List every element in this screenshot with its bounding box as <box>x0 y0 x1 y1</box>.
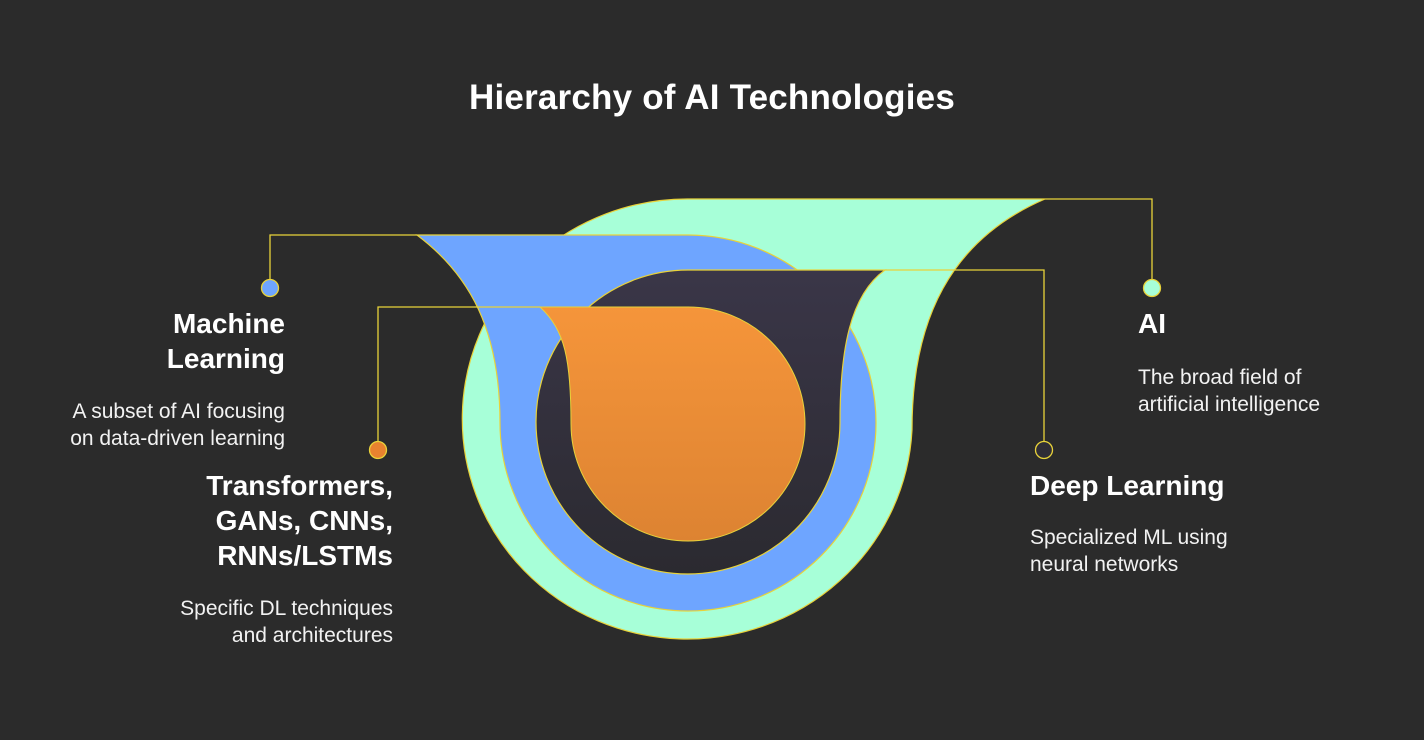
ai-label: AI The broad field of artificial intelli… <box>1138 306 1398 418</box>
tr-title: Transformers, GANs, CNNs, RNNs/LSTMs <box>93 468 393 573</box>
dl-description: Specialized ML using neural networks <box>1030 524 1330 578</box>
tr-description-line-1: Specific DL techniques <box>180 597 393 620</box>
dl-label: Deep Learning Specialized ML using neura… <box>1030 468 1330 578</box>
tr-marker-dot <box>368 440 388 460</box>
dl-title: Deep Learning <box>1030 470 1225 501</box>
ai-description-line-2: artificial intelligence <box>1138 393 1321 416</box>
tr-title-line-1: Transformers, <box>206 470 393 501</box>
dl-description-line-2: neural networks <box>1030 553 1179 576</box>
tr-description: Specific DL techniques and architectures <box>93 595 393 649</box>
dl-description-line-1: Specialized ML using <box>1030 526 1228 549</box>
ai-marker-dot <box>1142 278 1162 298</box>
ai-title: AI <box>1138 308 1166 339</box>
tr-label: Transformers, GANs, CNNs, RNNs/LSTMs Spe… <box>93 468 393 649</box>
ml-title-line-1: Machine <box>172 308 285 339</box>
tr-connector-line <box>377 306 540 441</box>
dl-marker-dot <box>1034 440 1054 460</box>
ml-connector-line <box>269 234 417 279</box>
ml-description-line-1: A subset of AI focusing <box>72 400 285 423</box>
tr-title-line-2: GANs, CNNs, <box>215 505 393 536</box>
ml-marker-dot <box>260 278 280 298</box>
ai-description: The broad field of artificial intelligen… <box>1138 364 1398 418</box>
ml-description-line-2: on data-driven learning <box>70 427 285 450</box>
ml-title: Machine Learning <box>0 306 285 376</box>
tr-layer-shape <box>538 306 806 542</box>
ml-description: A subset of AI focusing on data-driven l… <box>0 398 285 452</box>
dl-connector-line <box>885 269 1045 441</box>
ml-title-line-2: Learning <box>166 343 285 374</box>
tr-description-line-2: and architectures <box>231 624 393 647</box>
diagram-title: Hierarchy of AI Technologies <box>469 78 955 117</box>
ai-description-line-1: The broad field of <box>1138 366 1302 389</box>
ai-connector-line <box>1045 198 1153 279</box>
tr-title-line-3: RNNs/LSTMs <box>217 540 393 571</box>
ml-label: Machine Learning A subset of AI focusing… <box>0 306 285 452</box>
